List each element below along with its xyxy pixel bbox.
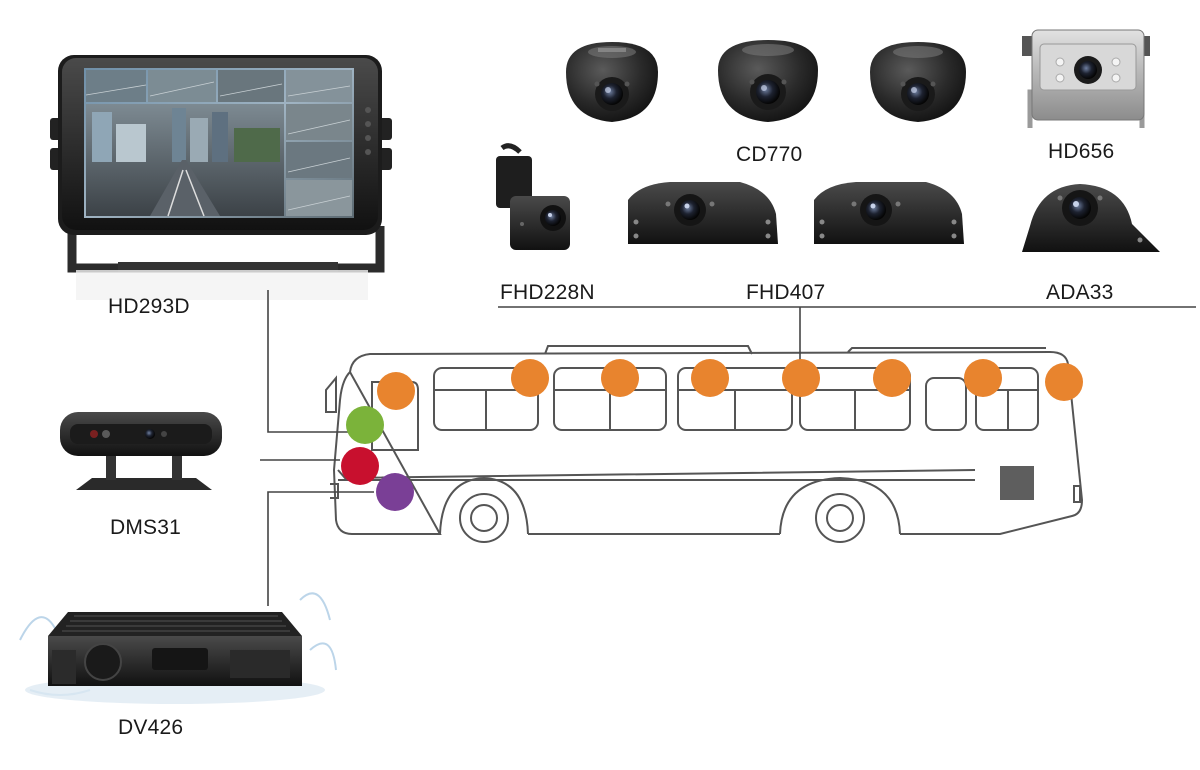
dms-device — [60, 412, 222, 490]
dvr-dot — [376, 473, 414, 511]
bus-outline — [325, 345, 1084, 543]
monitor-dot — [346, 406, 384, 444]
dvr-device — [19, 592, 337, 704]
camera-dot-7 — [964, 359, 1002, 397]
side-camera-1 — [628, 182, 778, 244]
dome-camera-3 — [870, 42, 966, 122]
label-monitor: HD293D — [108, 295, 190, 318]
label-reverse-camera: HD656 — [1048, 140, 1115, 163]
reverse-camera — [1022, 29, 1150, 128]
label-dvr: DV426 — [118, 716, 184, 739]
side-dome-camera — [1022, 184, 1160, 252]
dome-camera-1 — [566, 42, 658, 122]
side-camera-2 — [814, 182, 964, 244]
connector-lines — [260, 290, 1196, 606]
camera-dot-rear — [1045, 363, 1083, 401]
camera-dot-front — [377, 372, 415, 410]
label-dome-cameras: CD770 — [736, 143, 803, 166]
camera-position-markers — [341, 359, 1083, 511]
label-side-dome-camera: ADA33 — [1046, 281, 1114, 304]
engine-vent — [1000, 466, 1034, 500]
camera-dot-3 — [601, 359, 639, 397]
label-small-camera: FHD228N — [500, 281, 595, 304]
label-dms: DMS31 — [110, 516, 182, 539]
small-camera — [496, 143, 570, 250]
camera-dot-2 — [511, 359, 549, 397]
monitor-image — [50, 55, 392, 300]
camera-dot-4 — [691, 359, 729, 397]
label-side-cameras: FHD407 — [746, 281, 826, 304]
dome-camera-2 — [718, 40, 818, 122]
dms-dot — [341, 447, 379, 485]
camera-dot-6 — [873, 359, 911, 397]
camera-dot-5 — [782, 359, 820, 397]
